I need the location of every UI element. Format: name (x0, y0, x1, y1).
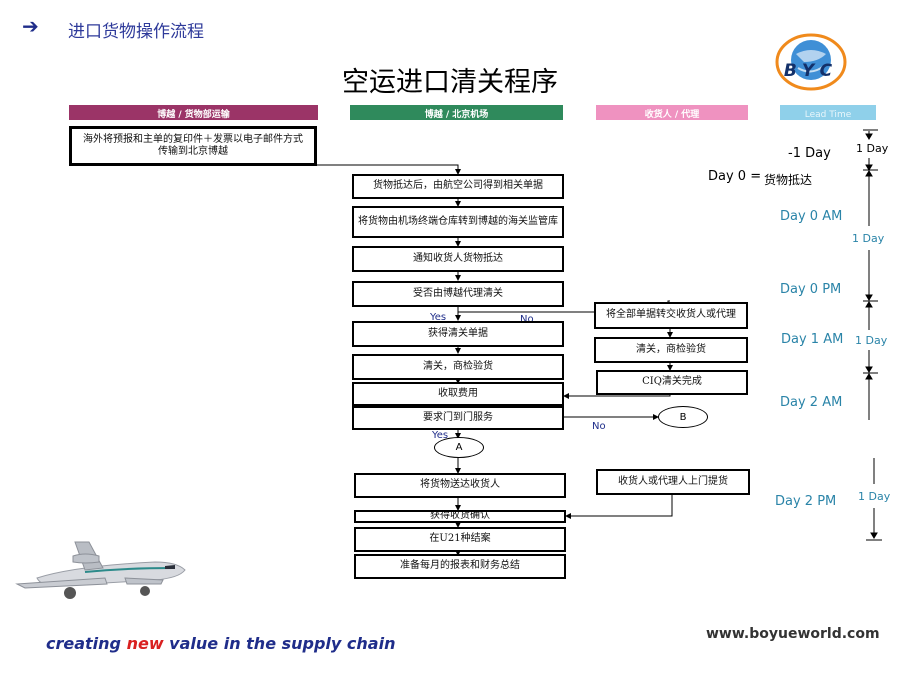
company-logo: BYC (768, 32, 854, 94)
time-day2-pm: Day 2 PM (775, 494, 837, 509)
duration-1: 1 Day (856, 142, 889, 155)
step-door-to-door: 要求门到门服务 (352, 406, 564, 430)
label-yes-door: Yes (432, 430, 449, 441)
right-arrow-icon: ➔ (22, 14, 39, 38)
globe-logo-icon (775, 33, 847, 91)
step-consignee-inspection: 清关，商检验货 (594, 337, 748, 363)
slogan-part-1: creating (46, 634, 127, 653)
footer-slogan: creating new value in the supply chain (46, 634, 395, 653)
time-day0-pm: Day 0 PM (780, 282, 842, 297)
lane-header-airport: 博越 / 北京机场 (350, 105, 563, 120)
time-day0: Day 0 = (708, 169, 762, 184)
step-notify-consignee: 通知收货人货物抵达 (352, 246, 564, 272)
page-title: 空运进口清关程序 (342, 67, 558, 98)
step-self-pickup: 收货人或代理人上门提货 (596, 469, 750, 495)
footer-website[interactable]: www.boyueworld.com (706, 626, 880, 642)
step-handover-docs: 将全部单据转交收货人或代理 (594, 302, 748, 329)
connector-a: A (434, 437, 484, 458)
label-no-door: No (592, 421, 606, 432)
time-day0-am: Day 0 AM (780, 209, 843, 224)
step-monthly-report: 准备每月的报表和财务总结 (354, 554, 566, 579)
step-collect-fee: 收取费用 (352, 382, 564, 406)
connector-b: B (658, 406, 708, 428)
duration-3: 1 Day (855, 334, 888, 347)
header-title: 进口货物操作流程 (68, 22, 204, 42)
step-close-case-u21: 在U21种结案 (354, 527, 566, 552)
step-ciq-complete: CIQ清关完成 (596, 370, 748, 395)
label-no-agency: No (520, 314, 534, 325)
time-day1-am: Day 1 AM (781, 332, 844, 347)
time-day2-am: Day 2 AM (780, 395, 843, 410)
lane-header-lead-time: Lead Time (780, 105, 876, 120)
step-cargo-arrival: 货物抵达后，由航空公司得到相关单据 (352, 174, 564, 199)
time-day0-note: 货物抵达 (764, 173, 813, 187)
step-receipt-confirmation: 获得收货确认 (354, 510, 566, 523)
airplane-icon (15, 541, 186, 599)
step-transfer-warehouse: 将货物由机场终端仓库转到博越的海关监管库 (352, 206, 564, 238)
step-deliver-to-consignee: 将货物送达收货人 (354, 473, 566, 498)
step-clearance-inspection: 清关，商检验货 (352, 354, 564, 380)
duration-4: 1 Day (858, 490, 891, 503)
step-get-clearance-docs: 获得清关单据 (352, 321, 564, 347)
duration-2: 1 Day (852, 232, 885, 245)
lane-header-transport: 博越 / 货物部运输 (69, 105, 318, 120)
step-agency-decision: 受否由博越代理清关 (352, 281, 564, 307)
slogan-highlight: new (126, 634, 164, 653)
logo-text: BYC (783, 61, 839, 81)
label-yes-agency: Yes (430, 312, 447, 323)
lane-header-consignee: 收货人 / 代理 (596, 105, 748, 120)
slogan-part-2: value in the supply chain (163, 634, 396, 653)
time-minus-one-day: -1 Day (788, 146, 831, 161)
step-overseas-prealert: 海外将预报和主单的复印件＋发票以电子邮件方式传输到北京博越 (69, 126, 317, 166)
